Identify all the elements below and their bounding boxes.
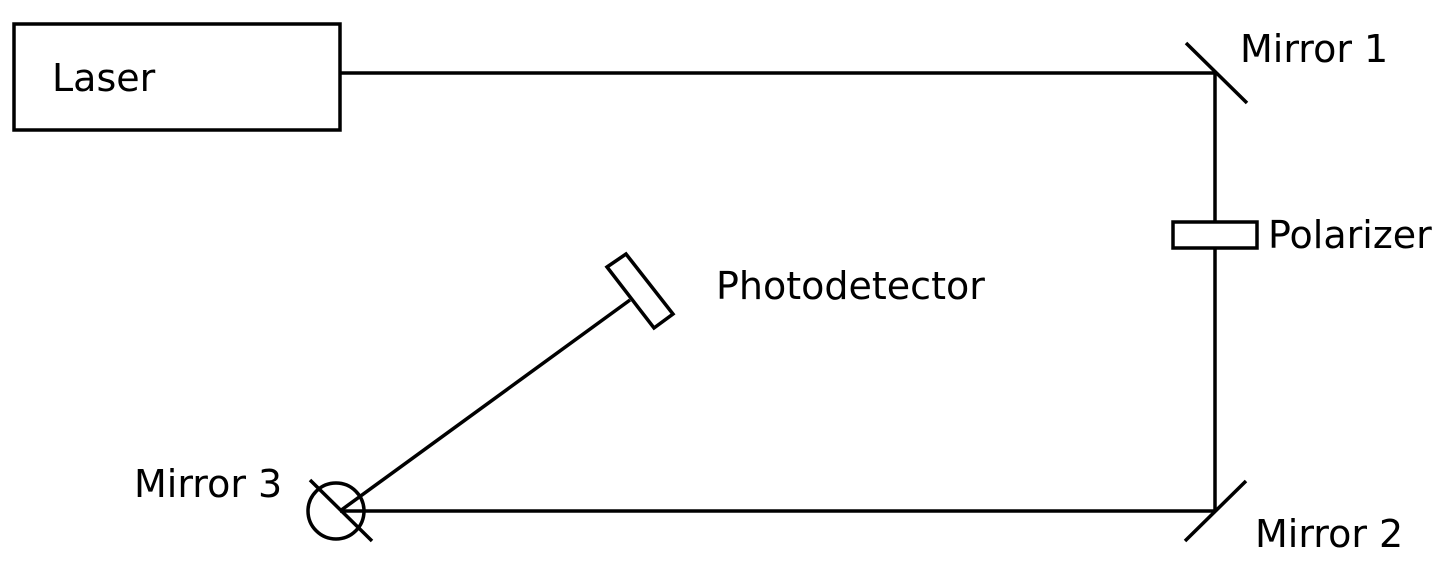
polarizer: Polarizer — [1171, 213, 1432, 257]
mirror-2-surface — [1183, 479, 1248, 543]
mirror-3: Mirror 3 — [134, 462, 374, 543]
laser-box — [12, 22, 342, 132]
beam-paths — [338, 71, 1217, 513]
mirror-3-label: Mirror 3 — [134, 462, 282, 506]
mirror-3-mount — [306, 481, 366, 541]
laser-label: Laser — [52, 56, 156, 100]
photodetector-label: Photodetector — [716, 264, 985, 308]
mirror-3-surface — [308, 478, 374, 543]
laser-source: Laser — [12, 22, 342, 132]
photodetector-sensor — [604, 251, 676, 331]
mirror-1: Mirror 1 — [1184, 27, 1388, 105]
polarizer-element — [1171, 220, 1259, 250]
beam-mirror-3-to-photodetector — [338, 298, 632, 513]
polarizer-label: Polarizer — [1268, 213, 1432, 257]
mirror-2-label: Mirror 2 — [1255, 512, 1403, 556]
mirror-1-label: Mirror 1 — [1240, 27, 1388, 71]
mirror-1-surface — [1184, 41, 1249, 105]
mirror-2: Mirror 2 — [1183, 479, 1403, 556]
photodetector: Photodetector — [604, 251, 985, 331]
